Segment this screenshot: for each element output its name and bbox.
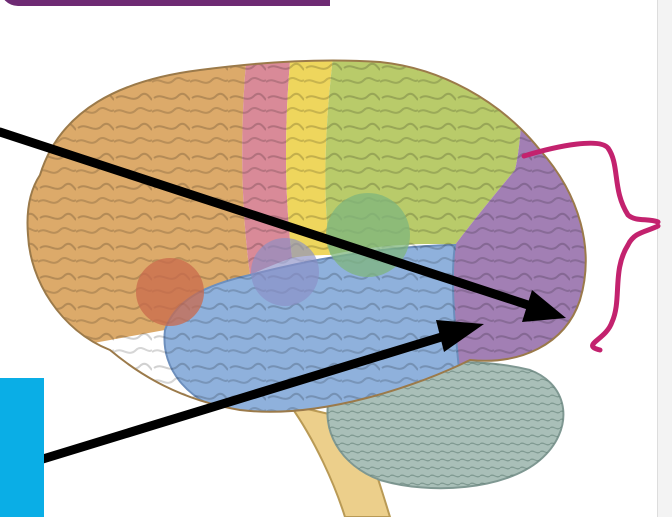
scroll-edge xyxy=(657,0,672,517)
bracket-annotation xyxy=(521,140,661,353)
auditory-area-spot xyxy=(251,238,319,306)
broca-area-spot xyxy=(136,258,204,326)
cerebrum-outline xyxy=(26,59,587,413)
header-bar xyxy=(0,0,330,6)
arrow-upper xyxy=(0,127,566,322)
arrow-lower xyxy=(15,320,484,471)
side-tab xyxy=(0,378,44,517)
